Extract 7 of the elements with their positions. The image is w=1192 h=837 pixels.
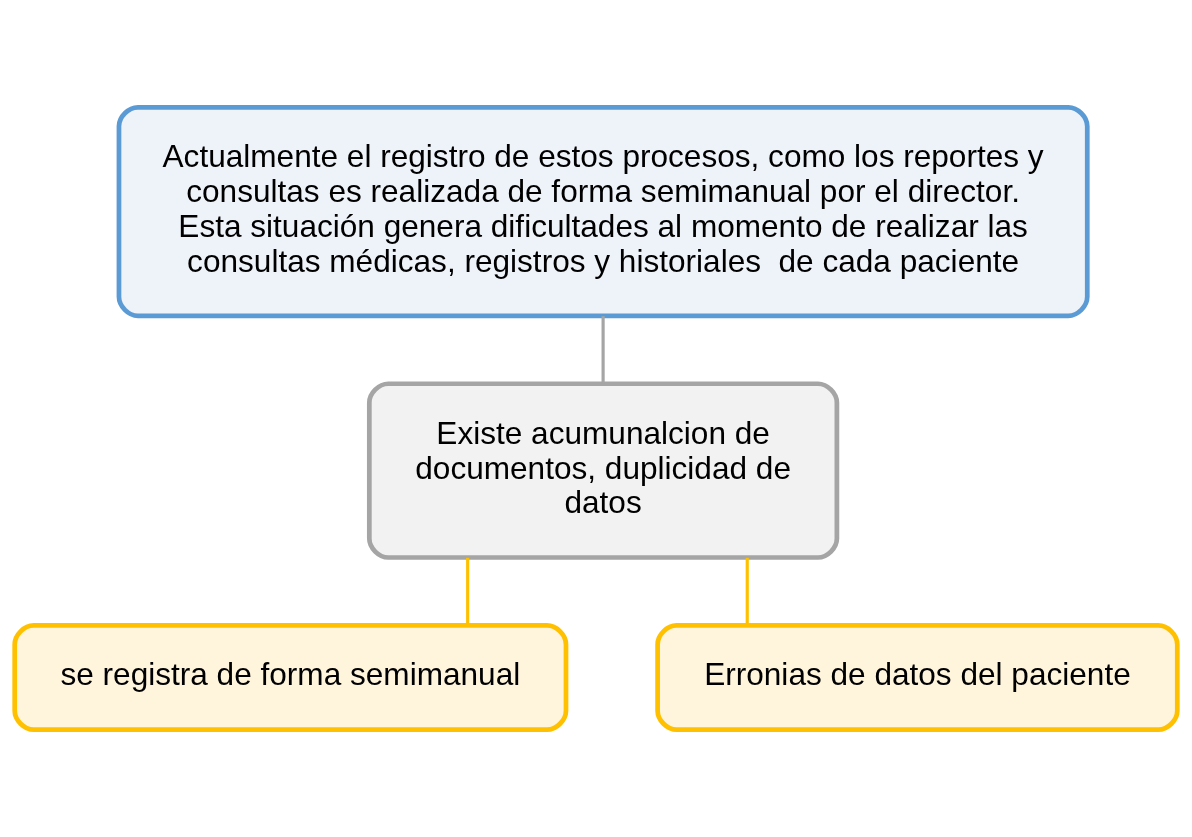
connector xyxy=(745,557,749,626)
connector xyxy=(466,557,470,626)
connector xyxy=(601,316,605,384)
node-box: Erronias de datos del paciente xyxy=(655,623,1180,733)
node-box: Existe acumunalcion de documentos, duplicidad de datos xyxy=(366,381,840,560)
node-box: se registra de forma semimanual xyxy=(12,623,569,733)
node-box: Actualmente el registro de estos procesos, como los reportes y consultas es realizada de forma semimanual por el director. Esta situación genera dificultades al momento de realizar las consultas médicas, registros y historiales de cada paciente xyxy=(116,104,1090,319)
